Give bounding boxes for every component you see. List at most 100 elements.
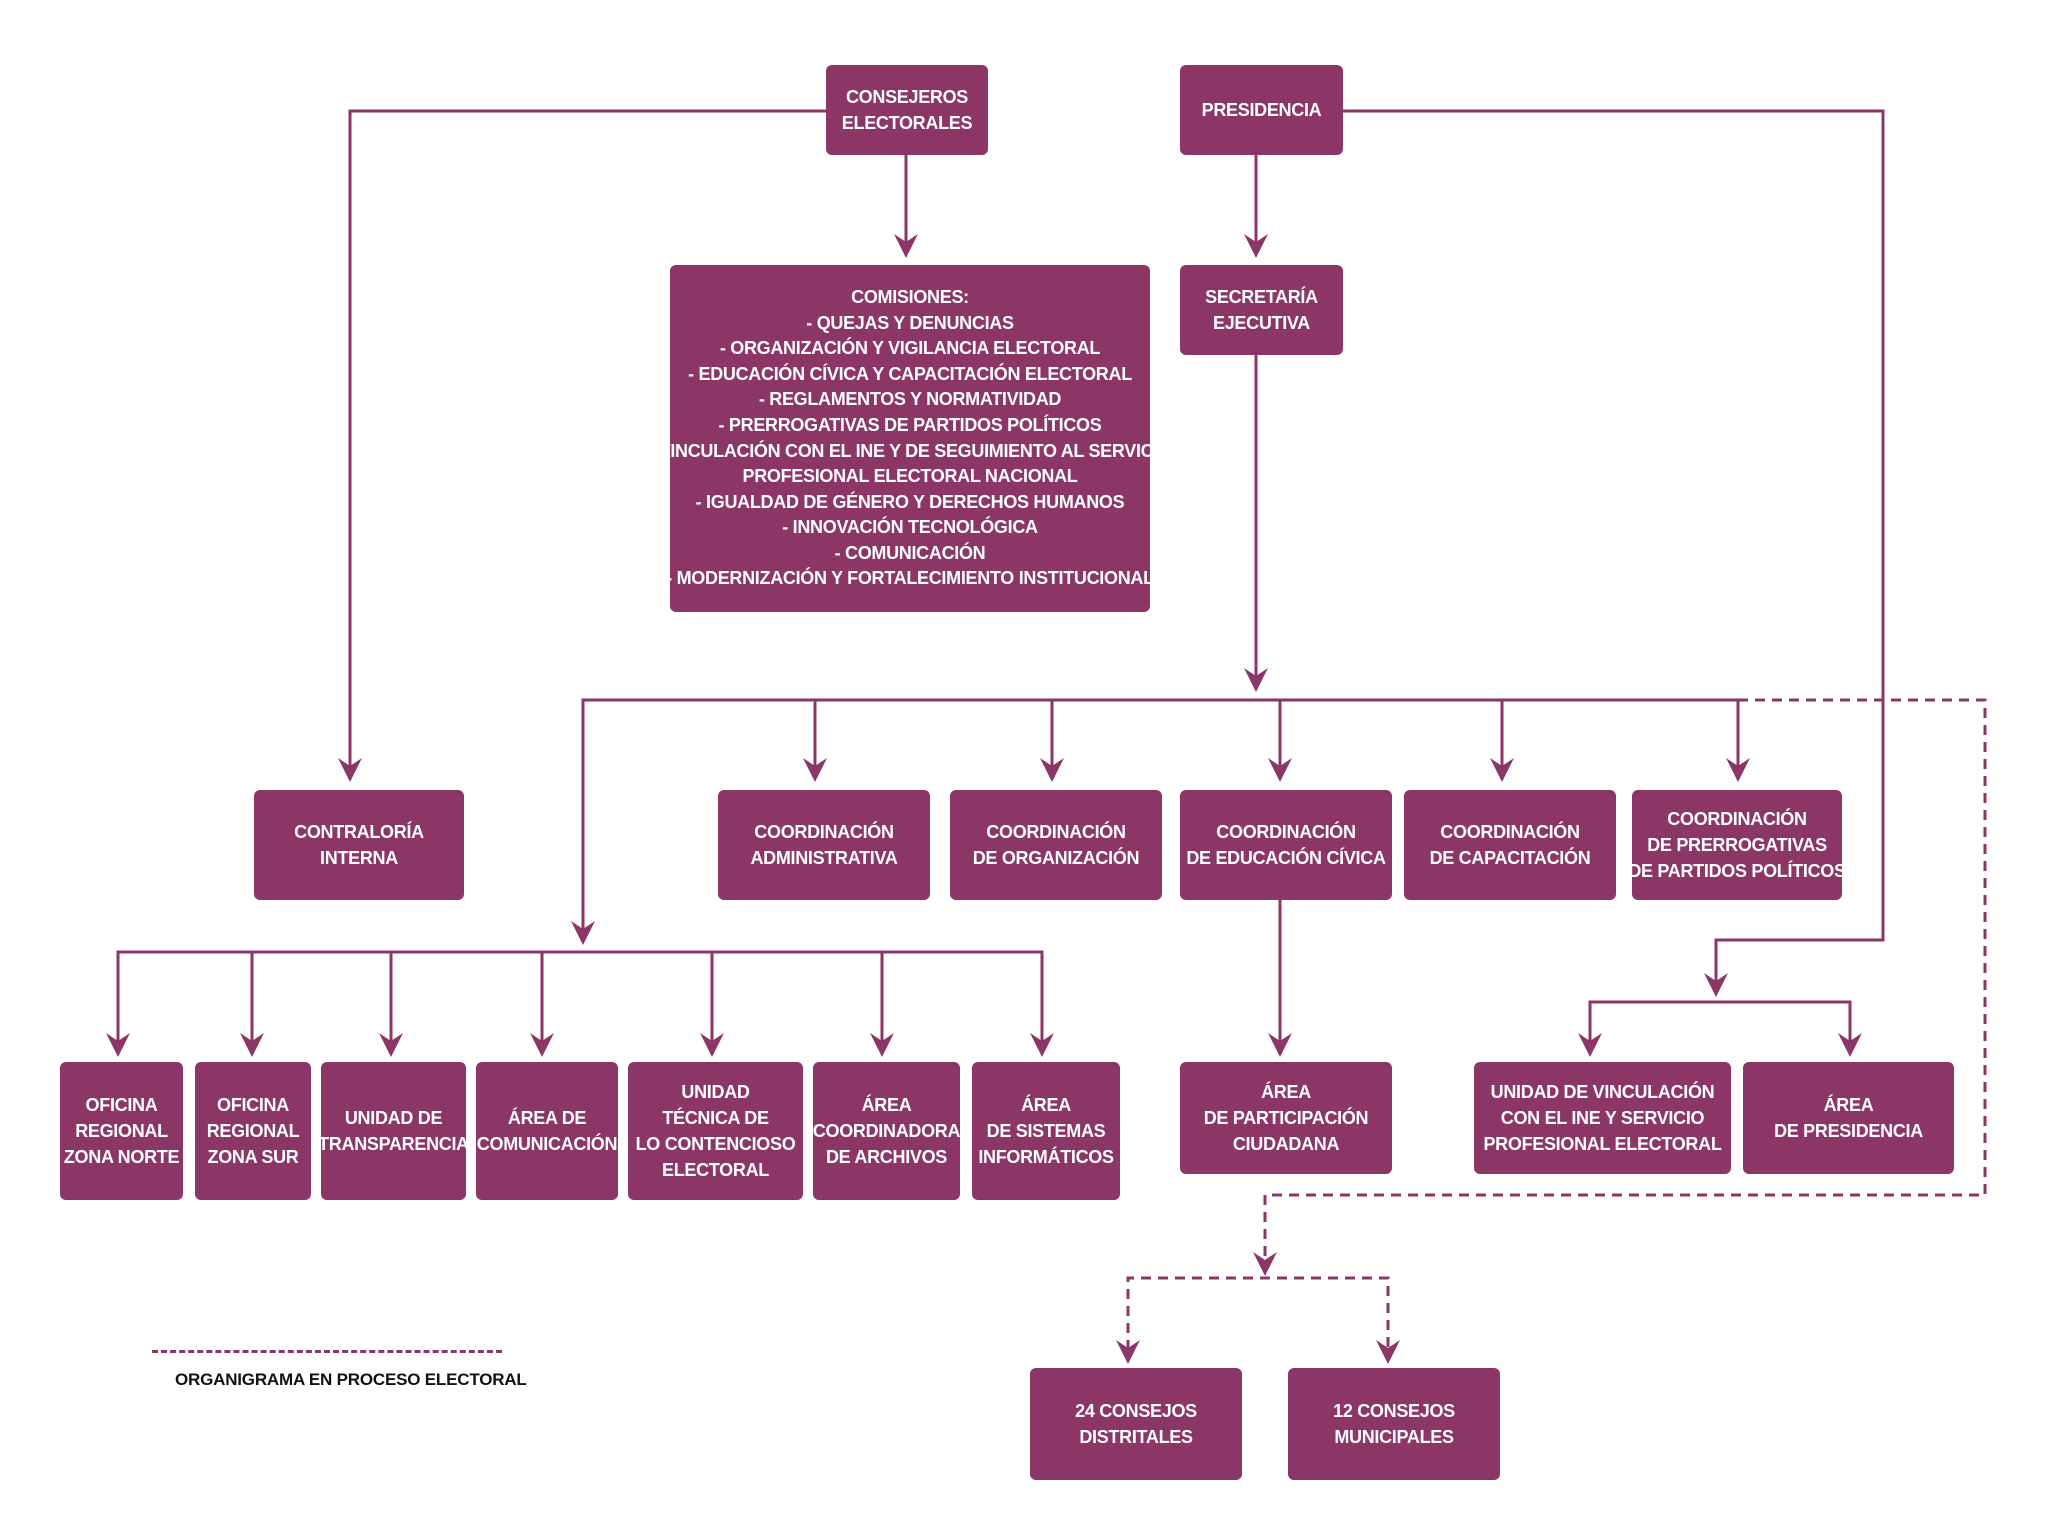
arrowhead bbox=[1490, 758, 1514, 782]
box-text-line: COMISIONES: bbox=[851, 286, 969, 307]
arrowhead bbox=[1838, 1033, 1862, 1057]
area-comunicacion-box: ÁREA DE COMUNICACIÓN bbox=[476, 1062, 618, 1200]
box-text-line: DE PARTICIPACIÓN bbox=[1203, 1108, 1369, 1128]
arrowhead bbox=[1244, 668, 1268, 692]
box-text-line: OFICINA bbox=[217, 1095, 289, 1115]
box-text-line: - REGLAMENTOS Y NORMATIVIDAD bbox=[758, 389, 1062, 410]
arrowhead bbox=[240, 1033, 264, 1057]
box-text-line: OFICINA bbox=[85, 1095, 158, 1115]
box-text-line: ADMINISTRATIVA bbox=[750, 848, 898, 868]
box-text-line: INFORMÁTICOS bbox=[978, 1147, 1114, 1167]
arrowhead bbox=[571, 921, 595, 945]
box-text-line: - INNOVACIÓN TECNOLÓGICA bbox=[782, 517, 1038, 538]
area-participacion-ciudadana-box: ÁREA DE PARTICIPACIÓN CIUDADANA bbox=[1180, 1062, 1392, 1174]
box-text-line: ELECTORAL bbox=[662, 1160, 769, 1180]
area-presidencia-box: ÁREA DE PRESIDENCIA bbox=[1743, 1062, 1954, 1174]
arrowhead bbox=[1040, 758, 1064, 782]
box-text-line: REGIONAL bbox=[206, 1121, 300, 1141]
box-text-line: ELECTORALES bbox=[841, 113, 973, 133]
arrowhead bbox=[106, 1033, 130, 1057]
box-text-line: DE ORGANIZACIÓN bbox=[972, 848, 1140, 868]
box-text-line: - EDUCACIÓN CÍVICA Y CAPACITACIÓN ELECTO… bbox=[688, 363, 1132, 384]
box-text-line: PROFESIONAL ELECTORAL bbox=[1483, 1134, 1722, 1154]
box-text-line: ÁREA bbox=[1823, 1095, 1874, 1115]
box-text-line: DE PARTIDOS POLÍTICOS bbox=[1628, 861, 1846, 881]
box-text-line: - QUEJAS Y DENUNCIAS bbox=[806, 312, 1014, 333]
coordinacion-organizacion-box: COORDINACIÓN DE ORGANIZACIÓN bbox=[950, 790, 1162, 900]
box-text-line: 24 CONSEJOS bbox=[1075, 1401, 1197, 1421]
box-text-line: PROFESIONAL ELECTORAL NACIONAL bbox=[742, 466, 1078, 487]
arrowhead bbox=[1253, 1252, 1277, 1276]
arrowhead bbox=[700, 1033, 724, 1057]
box-text-line: PRESIDENCIA bbox=[1201, 100, 1322, 120]
box-text-line: DE PRERROGATIVAS bbox=[1647, 835, 1827, 855]
box-text-line: - VINCULACIÓN CON EL INE Y DE SEGUIMIENT… bbox=[648, 440, 1172, 461]
coordinacion-administrativa-box: COORDINACIÓN ADMINISTRATIVA bbox=[718, 790, 930, 900]
box-text-line: 12 CONSEJOS bbox=[1333, 1401, 1455, 1421]
box-text-line: ÁREA bbox=[1021, 1095, 1071, 1115]
box-text-line: CON EL INE Y SERVICIO bbox=[1500, 1108, 1705, 1128]
contraloria-interna-box: CONTRALORÍA INTERNA bbox=[254, 790, 464, 900]
box-text-line: INTERNA bbox=[320, 848, 398, 868]
area-coordinadora-archivos-box: ÁREA COORDINADORA DE ARCHIVOS bbox=[812, 1062, 961, 1200]
arrowhead bbox=[870, 1033, 894, 1057]
box-text-line: UNIDAD DE bbox=[344, 1108, 443, 1128]
comisiones-box: COMISIONES: - QUEJAS Y DENUNCIAS - ORGANIZ… bbox=[648, 265, 1172, 612]
box-text-line: COORDINACIÓN bbox=[1440, 822, 1580, 842]
arrowhead bbox=[530, 1033, 554, 1057]
box-text-line: - MODERNIZACIÓN Y FORTALECIMIENTO INSTIT… bbox=[666, 568, 1154, 589]
solid-connectors bbox=[116, 109, 1885, 1045]
arrowhead bbox=[379, 1033, 403, 1057]
coordinacion-educacion-civica-box: COORDINACIÓN DE EDUCACIÓN CÍVICA bbox=[1180, 790, 1392, 900]
oficina-regional-zona-sur-box: OFICINA REGIONAL ZONA SUR bbox=[195, 1062, 311, 1200]
arrowhead bbox=[1376, 1340, 1400, 1364]
box-text-line: COORDINADORA bbox=[812, 1121, 961, 1141]
box-text-line: TRANSPARENCIA bbox=[318, 1134, 469, 1154]
box-text-line: ÁREA DE bbox=[507, 1108, 587, 1128]
box-text-line: ÁREA bbox=[1261, 1082, 1311, 1102]
area-sistemas-informaticos-box: ÁREA DE SISTEMAS INFORMÁTICOS bbox=[972, 1062, 1120, 1200]
box-text-line: - ORGANIZACIÓN Y VIGILANCIA ELECTORAL bbox=[719, 338, 1101, 359]
box-text-line: COMUNICACIÓN bbox=[476, 1134, 618, 1154]
arrowhead bbox=[1244, 234, 1268, 258]
box-text-line: COORDINACIÓN bbox=[986, 822, 1126, 842]
box-text-line: CIUDADANA bbox=[1232, 1134, 1340, 1154]
box-text-line: CONTRALORÍA bbox=[294, 822, 424, 842]
consejeros-electorales-box: CONSEJEROS ELECTORALES bbox=[826, 65, 988, 155]
arrowhead bbox=[1116, 1340, 1140, 1364]
box-text-line: COORDINACIÓN bbox=[1216, 822, 1356, 842]
legend-dashed-line bbox=[152, 1350, 502, 1353]
box-text-line: UNIDAD bbox=[681, 1082, 750, 1102]
box-text-line: DE ARCHIVOS bbox=[825, 1147, 948, 1167]
box-text-line: - IGUALDAD DE GÉNERO Y DERECHOS HUMANOS bbox=[695, 491, 1125, 512]
box-text-line: ÁREA bbox=[861, 1095, 912, 1115]
box-text-line: DE SISTEMAS bbox=[986, 1121, 1106, 1141]
box-text-line: DE PRESIDENCIA bbox=[1774, 1121, 1923, 1141]
arrowhead bbox=[1704, 973, 1728, 997]
box-text-line: COORDINACIÓN bbox=[1667, 809, 1807, 829]
box-text-line: COORDINACIÓN bbox=[754, 822, 894, 842]
arrowhead bbox=[1268, 758, 1292, 782]
box-text-line: - PRERROGATIVAS DE PARTIDOS POLÍTICOS bbox=[718, 414, 1102, 435]
legend-label: ORGANIGRAMA EN PROCESO ELECTORAL bbox=[175, 1370, 527, 1389]
arrowhead bbox=[1726, 758, 1750, 782]
consejos-distritales-box: 24 CONSEJOS DISTRITALES bbox=[1030, 1368, 1242, 1480]
box-text-line: SECRETARÍA bbox=[1205, 287, 1318, 307]
arrowhead bbox=[1268, 1033, 1292, 1057]
coordinacion-prerrogativas-box: COORDINACIÓN DE PRERROGATIVAS DE PARTIDOS … bbox=[1628, 790, 1846, 900]
box-text-line: TÉCNICA DE bbox=[662, 1108, 769, 1128]
arrowhead bbox=[803, 758, 827, 782]
box-text-line: REGIONAL bbox=[75, 1121, 168, 1141]
arrowhead bbox=[338, 758, 362, 782]
box-text-line: DE EDUCACIÓN CÍVICA bbox=[1186, 848, 1386, 868]
box-text-line: DISTRITALES bbox=[1079, 1427, 1193, 1447]
box-text-line: ZONA SUR bbox=[207, 1147, 299, 1167]
box-text-line: CONSEJEROS bbox=[845, 87, 969, 107]
arrowhead bbox=[1578, 1033, 1602, 1057]
